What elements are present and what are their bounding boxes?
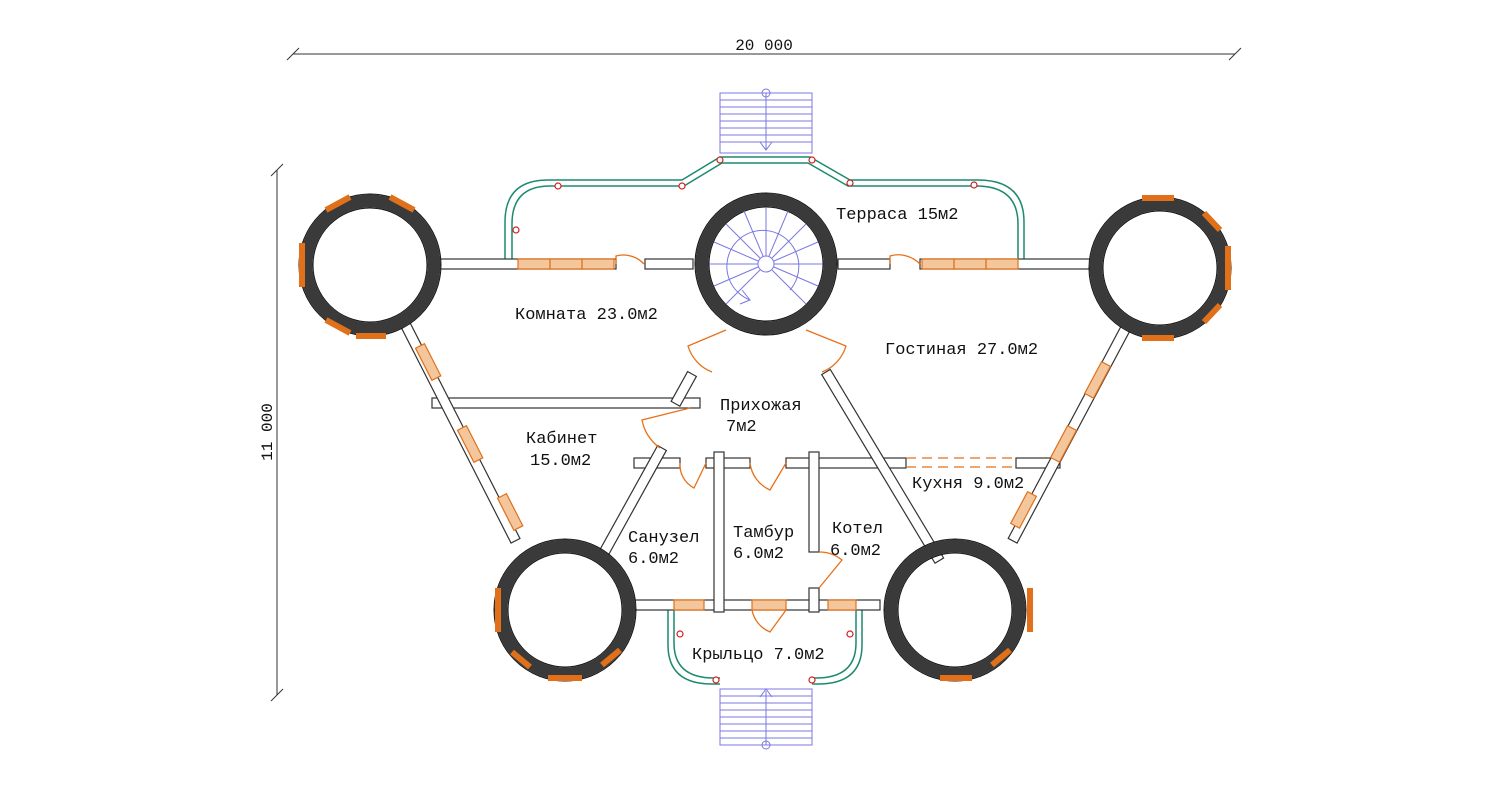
tower-bottom-right [883,538,1033,682]
porch-stairs [719,688,813,750]
study-name-label: Кабинет [526,430,597,449]
hall-name-label: Прихожая [720,397,802,416]
terrace-stairs [719,88,813,154]
tower-top-left [298,193,442,339]
kitchen-label: Кухня 9.0м2 [912,475,1024,494]
vestibule-name-label: Тамбур [733,524,794,543]
boiler-name-label: Котел [832,520,883,539]
windows [414,258,1112,611]
tower-bottom-left [493,538,637,682]
height-dimension-label: 11 000 [259,403,277,461]
terrace-railing [504,156,1025,262]
height-dimension: 11 000 [259,163,284,702]
bathroom-area-label: 6.0м2 [628,550,679,569]
room-label: Комната 23.0м2 [515,306,658,325]
hall-area-label: 7м2 [726,418,757,437]
doors [615,254,921,633]
spiral-stair [709,207,823,305]
study-area-label: 15.0м2 [530,452,591,471]
terrace-label: Терраса 15м2 [836,206,958,225]
bathroom-name-label: Санузел [628,529,699,548]
porch-railing [667,610,863,685]
porch-label: Крыльцо 7.0м2 [692,646,825,665]
stair-tower [694,192,838,336]
room-labels: Терраса 15м2 Комната 23.0м2 Гостиная 27.… [515,206,1038,665]
living-room-label: Гостиная 27.0м2 [885,341,1038,360]
boiler-area-label: 6.0м2 [830,542,881,561]
width-dimension: 20 000 [286,37,1242,61]
tower-top-right [1088,195,1232,341]
width-dimension-label: 20 000 [735,37,793,55]
vestibule-area-label: 6.0м2 [733,545,784,564]
towers [298,192,1232,682]
